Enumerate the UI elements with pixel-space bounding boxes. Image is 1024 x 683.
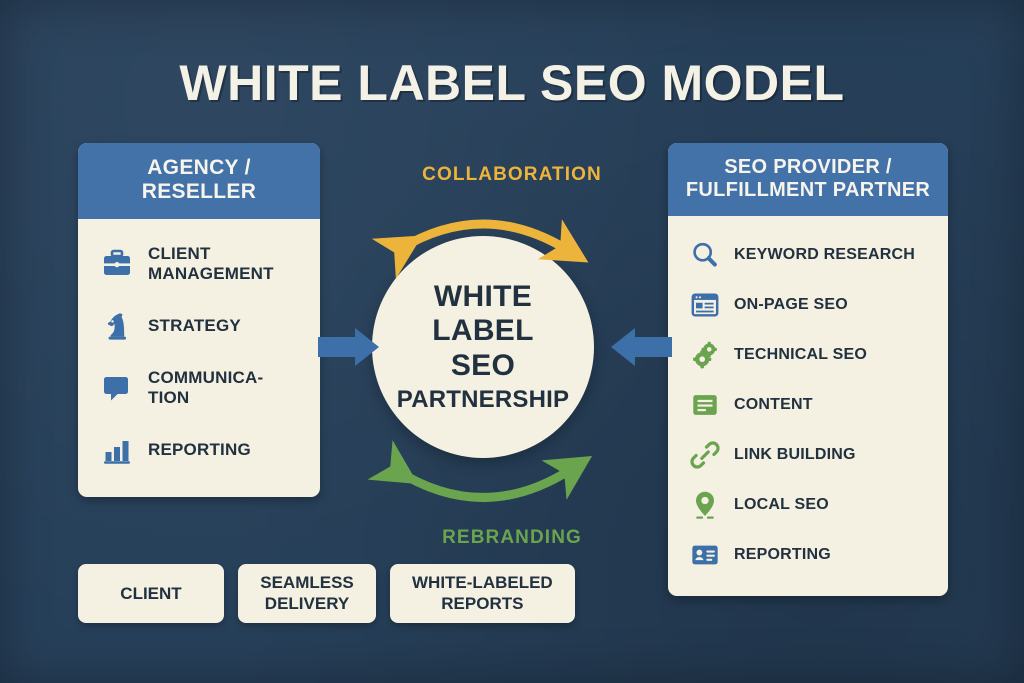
tag-row: CLIENT SEAMLESS DELIVERY WHITE-LABELED R… [78, 564, 575, 624]
label-line-2: MANAGEMENT [148, 263, 274, 283]
label-line-2: TION [148, 387, 190, 407]
tag-client[interactable]: CLIENT [78, 564, 224, 624]
panel-header-line-1: AGENCY / [147, 156, 251, 179]
list-item-content[interactable]: CONTENT [668, 380, 948, 430]
list-item-label: LOCAL SEO [734, 496, 829, 514]
chess-knight-icon [100, 309, 134, 343]
briefcase-icon [100, 247, 134, 281]
map-pin-icon [690, 490, 720, 520]
panel-header-line-2: FULFILLMENT PARTNER [685, 179, 931, 202]
list-item-keyword-research[interactable]: KEYWORD RESEARCH [668, 230, 948, 280]
list-item-link-building[interactable]: LINK BUILDING [668, 430, 948, 480]
rebranding-arc-arrow [367, 440, 593, 502]
bar-chart-icon [100, 433, 134, 467]
list-item-reporting[interactable]: REPORTING [78, 419, 320, 481]
tag-label-line-2: REPORTS [441, 593, 524, 613]
agency-reseller-panel-header: AGENCY / RESELLER [78, 143, 320, 219]
tag-white-labeled-reports[interactable]: WHITE-LABELED REPORTS [390, 564, 575, 624]
rebranding-label: REBRANDING [442, 527, 582, 548]
list-item-label: REPORTING [148, 440, 251, 460]
list-item-label: TECHNICAL SEO [734, 346, 867, 364]
list-item-label: KEYWORD RESEARCH [734, 246, 915, 264]
list-item-technical-seo[interactable]: TECHNICAL SEO [668, 330, 948, 380]
hub-line-1: WHITE [433, 280, 533, 314]
list-item-reporting[interactable]: REPORTING [668, 530, 948, 580]
list-item-label: REPORTING [734, 546, 831, 564]
left-connector-arrow [318, 328, 379, 366]
document-lines-icon [690, 390, 720, 420]
seo-provider-panel: SEO PROVIDER / FULFILLMENT PARTNER KEYWO… [668, 143, 948, 597]
hub-line-3: SEO [450, 348, 516, 382]
tag-label-line-1: WHITE-LABELED [412, 573, 553, 592]
list-item-label: STRATEGY [148, 316, 241, 336]
gears-icon [690, 340, 720, 370]
label-line-1: COMMUNICA- [148, 368, 264, 388]
magnifier-icon [690, 240, 720, 270]
chain-link-icon [690, 440, 720, 470]
tag-label-line-1: SEAMLESS [260, 573, 354, 592]
id-card-icon [690, 540, 720, 570]
hub-title: WHITE LABEL SEO [432, 280, 534, 383]
label-line-1: CLIENT [148, 244, 211, 264]
tag-label-line-2: DELIVERY [264, 593, 350, 613]
hub-line-2: LABEL [432, 314, 534, 348]
panel-header-line-1: SEO PROVIDER / [724, 156, 892, 178]
list-item-label: CLIENT MANAGEMENT [148, 244, 274, 283]
white-label-partnership-hub: WHITE LABEL SEO PARTNERSHIP [372, 236, 594, 458]
tag-seamless-delivery[interactable]: SEAMLESS DELIVERY [238, 564, 376, 624]
tag-label-line-1: CLIENT [120, 583, 182, 603]
list-item-on-page-seo[interactable]: ON-PAGE SEO [668, 280, 948, 330]
speech-bubble-icon [100, 371, 134, 405]
list-item-client-management[interactable]: CLIENT MANAGEMENT [78, 233, 320, 295]
seo-provider-item-list: KEYWORD RESEARCH ON-PAGE SEO [668, 216, 948, 596]
list-item-strategy[interactable]: STRATEGY [78, 295, 320, 357]
right-connector-arrow [611, 328, 672, 366]
collaboration-label: COLLABORATION [422, 164, 602, 185]
agency-reseller-panel: AGENCY / RESELLER CLIENT MANAGEMENT [78, 143, 320, 497]
agency-reseller-item-list: CLIENT MANAGEMENT STRATEGY [78, 219, 320, 497]
hub-subtitle: PARTNERSHIP [396, 385, 570, 413]
list-item-label: CONTENT [734, 396, 813, 414]
browser-window-icon [690, 290, 720, 320]
seo-provider-panel-header: SEO PROVIDER / FULFILLMENT PARTNER [668, 143, 948, 217]
list-item-local-seo[interactable]: LOCAL SEO [668, 480, 948, 530]
list-item-label: COMMUNICA- TION [148, 368, 263, 407]
panel-header-line-2: RESELLER [141, 180, 257, 204]
list-item-communication[interactable]: COMMUNICA- TION [78, 357, 320, 419]
page-title: WHITE LABEL SEO MODEL [179, 55, 845, 111]
list-item-label: ON-PAGE SEO [734, 296, 848, 314]
list-item-label: LINK BUILDING [734, 446, 856, 464]
